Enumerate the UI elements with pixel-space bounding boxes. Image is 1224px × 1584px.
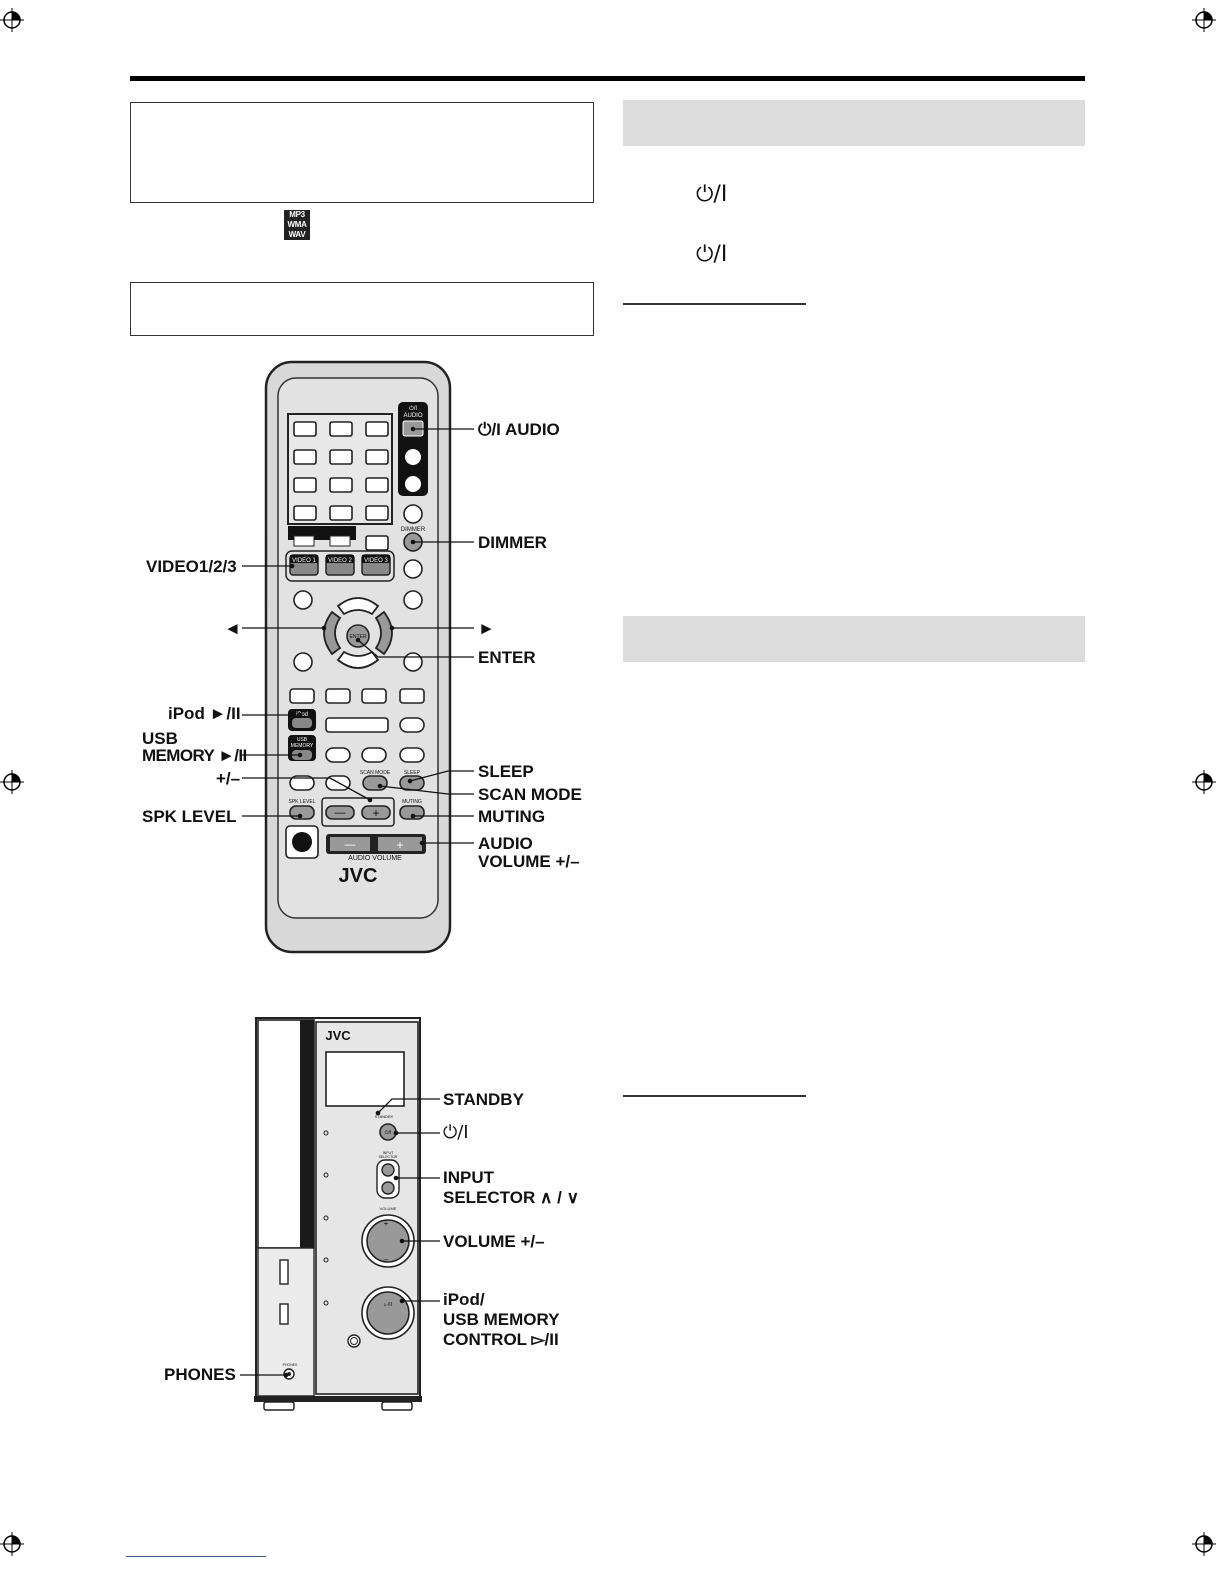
svg-text:DIMMER: DIMMER: [401, 527, 426, 533]
callout-input-line2: SELECTOR ∧ / ∨: [443, 1188, 580, 1207]
registration-mark-right: [1192, 770, 1216, 794]
callout-standby: STANDBY: [443, 1090, 524, 1109]
section-header-band-2: [623, 616, 1085, 662]
callout-ipod-play: iPod ►/II: [168, 704, 241, 723]
callout-audio-volume-line1: AUDIO: [478, 834, 533, 853]
format-badge-mp3: MP3: [284, 210, 310, 220]
svg-text:–: –: [384, 1255, 389, 1264]
svg-text:+: +: [384, 1219, 389, 1228]
callout-audio-power: ⏻/I AUDIO: [478, 420, 560, 439]
callout-video: VIDEO1/2/3: [146, 557, 237, 576]
svg-text:SCAN MODE: SCAN MODE: [360, 770, 391, 776]
note-rule-2: [623, 1095, 806, 1097]
svg-text:AUDIO VOLUME: AUDIO VOLUME: [348, 855, 402, 862]
registration-mark-top-right: [1192, 8, 1216, 32]
svg-text:ENTER: ENTER: [350, 634, 367, 640]
format-badge-wav: WAV: [284, 230, 310, 240]
callout-muting: MUTING: [478, 807, 546, 826]
registration-mark-bottom-right: [1192, 1532, 1216, 1556]
callout-usb-line2: MEMORY ►/II: [142, 746, 247, 765]
top-rule: [130, 76, 1085, 81]
unit-callout-lines: [240, 1098, 440, 1378]
svg-text:VIDEO 2: VIDEO 2: [328, 558, 352, 564]
svg-text:VIDEO 1: VIDEO 1: [292, 558, 316, 564]
registration-mark-top-left: [0, 8, 24, 32]
callout-dimmer: DIMMER: [478, 533, 547, 552]
section-header-band-1: [623, 100, 1085, 146]
callout-ipod-line3: CONTROL ▻/II: [443, 1330, 559, 1349]
svg-text:SLEEP: SLEEP: [404, 770, 421, 776]
svg-text:MEMORY: MEMORY: [291, 743, 314, 749]
remote-callout-lines: [242, 426, 474, 846]
registration-mark-left: [0, 770, 24, 794]
svg-text:USB: USB: [297, 737, 308, 743]
svg-text:—: —: [345, 839, 356, 851]
power-symbol-1: ⏻/I: [696, 182, 728, 207]
svg-text:PHONES: PHONES: [283, 1363, 298, 1367]
svg-text:INPUT: INPUT: [383, 1151, 394, 1155]
svg-text:SELECTOR: SELECTOR: [379, 1155, 398, 1159]
svg-text:STANDBY: STANDBY: [375, 1114, 394, 1119]
callout-enter: ENTER: [478, 648, 536, 667]
callout-unit-power: ⏻/I: [443, 1122, 469, 1143]
note-rule-1: [623, 303, 806, 305]
callout-audio-volume-line2: VOLUME +/–: [478, 852, 580, 871]
registration-mark-bottom-left: [0, 1532, 24, 1556]
svg-text:⏻/I: ⏻/I: [385, 1130, 392, 1136]
callout-left-arrow: ◄: [224, 619, 241, 638]
svg-text:+: +: [372, 806, 379, 820]
callout-plus-minus: +/–: [216, 769, 241, 788]
svg-text:MUTING: MUTING: [402, 799, 422, 805]
svg-text:AUDIO: AUDIO: [403, 413, 422, 419]
svg-text:+: +: [396, 838, 403, 852]
svg-text:JVC: JVC: [325, 1028, 351, 1043]
callout-ipod-line1: iPod/: [443, 1290, 485, 1309]
callout-spk-level: SPK LEVEL: [142, 807, 237, 826]
svg-text:⏻/I: ⏻/I: [409, 405, 417, 412]
callout-unit-volume: VOLUME +/–: [443, 1232, 545, 1251]
svg-text:VOLUME: VOLUME: [380, 1206, 397, 1211]
callout-right-arrow: ►: [478, 619, 495, 638]
svg-text:JVC: JVC: [339, 865, 378, 887]
svg-text:▻/II: ▻/II: [384, 1302, 392, 1308]
callout-ipod-line2: USB MEMORY: [443, 1310, 560, 1329]
svg-text:SPK LEVEL: SPK LEVEL: [289, 799, 316, 805]
remote-control-illustration: ⏻/I AUDIO DIMMER VIDEO 1 VIDEO 2 VIDEO 3…: [264, 360, 452, 954]
main-unit-illustration: JVC STANDBY ⏻/I INPUT SELECTOR VOLUME + …: [254, 1017, 422, 1411]
callout-scan-mode: SCAN MODE: [478, 785, 582, 804]
callout-sleep: SLEEP: [478, 762, 534, 781]
format-badge: MP3 WMA WAV: [284, 210, 310, 240]
callout-phones: PHONES: [164, 1365, 236, 1384]
svg-text:—: —: [335, 807, 346, 819]
svg-text:VIDEO 3: VIDEO 3: [364, 558, 388, 564]
info-box-second: [130, 282, 594, 336]
callout-usb-line1: USB: [142, 729, 178, 748]
power-symbol-2: ⏻/I: [696, 242, 728, 267]
info-box-top: [130, 102, 594, 203]
callout-input-line1: INPUT: [443, 1168, 494, 1187]
footer-link-underline: [126, 1556, 266, 1557]
format-badge-wma: WMA: [284, 220, 310, 230]
